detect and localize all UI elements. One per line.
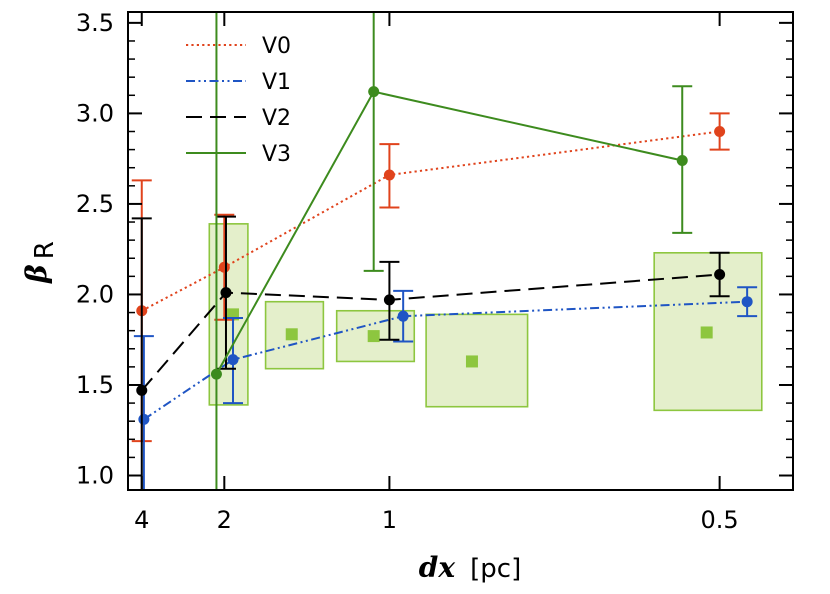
v0-point-4 <box>714 126 726 137</box>
box-marker-5 <box>700 326 713 339</box>
y-tick-label: 3.0 <box>76 99 114 127</box>
shaded-box-2 <box>264 300 325 370</box>
v0-line <box>141 130 720 312</box>
tick-labels: 1.0 1.5 2.0 2.5 3.0 3.5 4 2 1 0.5 <box>76 9 739 534</box>
y-tick-label: 1.0 <box>76 462 114 490</box>
legend-label-v0: V0 <box>262 34 291 59</box>
x-axis-title-unit: [pc] <box>470 554 521 584</box>
shaded-boxes <box>208 223 763 412</box>
v0-point-2 <box>218 261 230 273</box>
v0-point-3 <box>383 169 395 181</box>
y-axis-title: β R <box>20 241 60 284</box>
y-tick-label: 2.0 <box>76 280 114 308</box>
y-axis-title-subscript: R <box>30 241 60 259</box>
x-axis-title: dx [pc] <box>419 551 521 584</box>
plot-frame <box>127 11 794 491</box>
data-series <box>131 12 758 490</box>
v2-point-4 <box>714 269 726 281</box>
legend-label-v2: V2 <box>262 106 291 131</box>
y-tick-label: 2.5 <box>76 190 114 218</box>
y-axis-title-symbol: β <box>20 264 53 284</box>
x-tick-label: 4 <box>134 506 149 534</box>
v3-point-1 <box>210 368 222 380</box>
x-axis-title-symbol: dx <box>419 551 456 584</box>
v1-line <box>143 300 748 421</box>
v1-point-3 <box>397 310 409 322</box>
v3-point-3 <box>676 154 688 166</box>
box-marker-4 <box>465 355 478 368</box>
v1-point-1 <box>138 413 150 425</box>
v2-point-1 <box>136 384 148 396</box>
x-tick-label: 0.5 <box>701 506 739 534</box>
axes <box>127 11 794 491</box>
y-tick-label: 1.5 <box>76 371 114 399</box>
v3-point-2 <box>368 86 380 98</box>
box-marker-2 <box>285 328 298 341</box>
v2-point-2 <box>220 287 232 299</box>
legend-label-v3: V3 <box>262 142 291 167</box>
v2-line <box>141 273 720 392</box>
legend-label-v1: V1 <box>262 70 291 95</box>
box-marker-3 <box>367 330 380 343</box>
x-tick-label: 2 <box>217 506 232 534</box>
v1-point-4 <box>741 296 753 308</box>
v2-point-3 <box>383 294 395 306</box>
v1-point-2 <box>227 354 239 366</box>
y-tick-label: 3.5 <box>76 9 114 37</box>
x-tick-label: 1 <box>382 506 397 534</box>
